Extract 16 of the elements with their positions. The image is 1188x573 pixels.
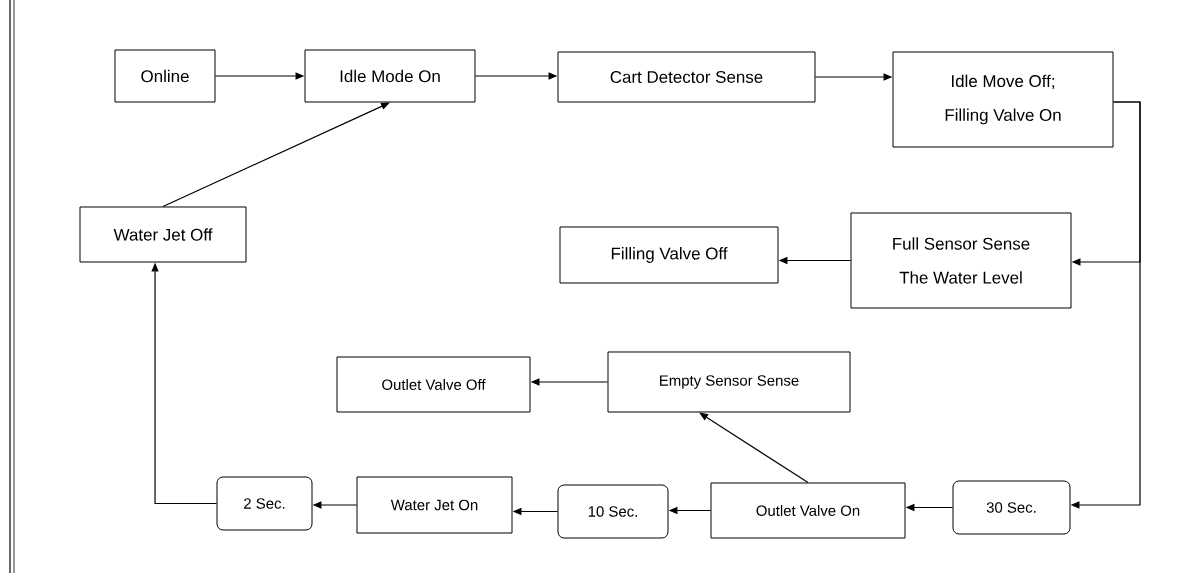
timer-box: 10 Sec. [557,484,669,539]
timer-box: 2 Sec. [216,476,313,531]
process-box: Outlet Valve Off [336,356,531,413]
process-box: Cart Detector Sense [557,51,816,103]
process-box: Online [114,49,216,103]
process-box: Idle Move Off; Filling Valve On [892,51,1114,148]
process-box: Water Jet On [356,476,513,534]
process-box: Water Jet Off [79,206,247,263]
process-box: Idle Mode On [304,49,476,103]
process-box: Full Sensor Sense The Water Level [850,212,1072,309]
arrow [162,102,390,208]
process-box: Empty Sensor Sense [607,351,851,413]
timer-box: 30 Sec. [952,480,1071,535]
process-box: Filling Valve Off [559,226,779,284]
process-box: Outlet Valve On [710,482,906,539]
arrow [699,412,809,484]
